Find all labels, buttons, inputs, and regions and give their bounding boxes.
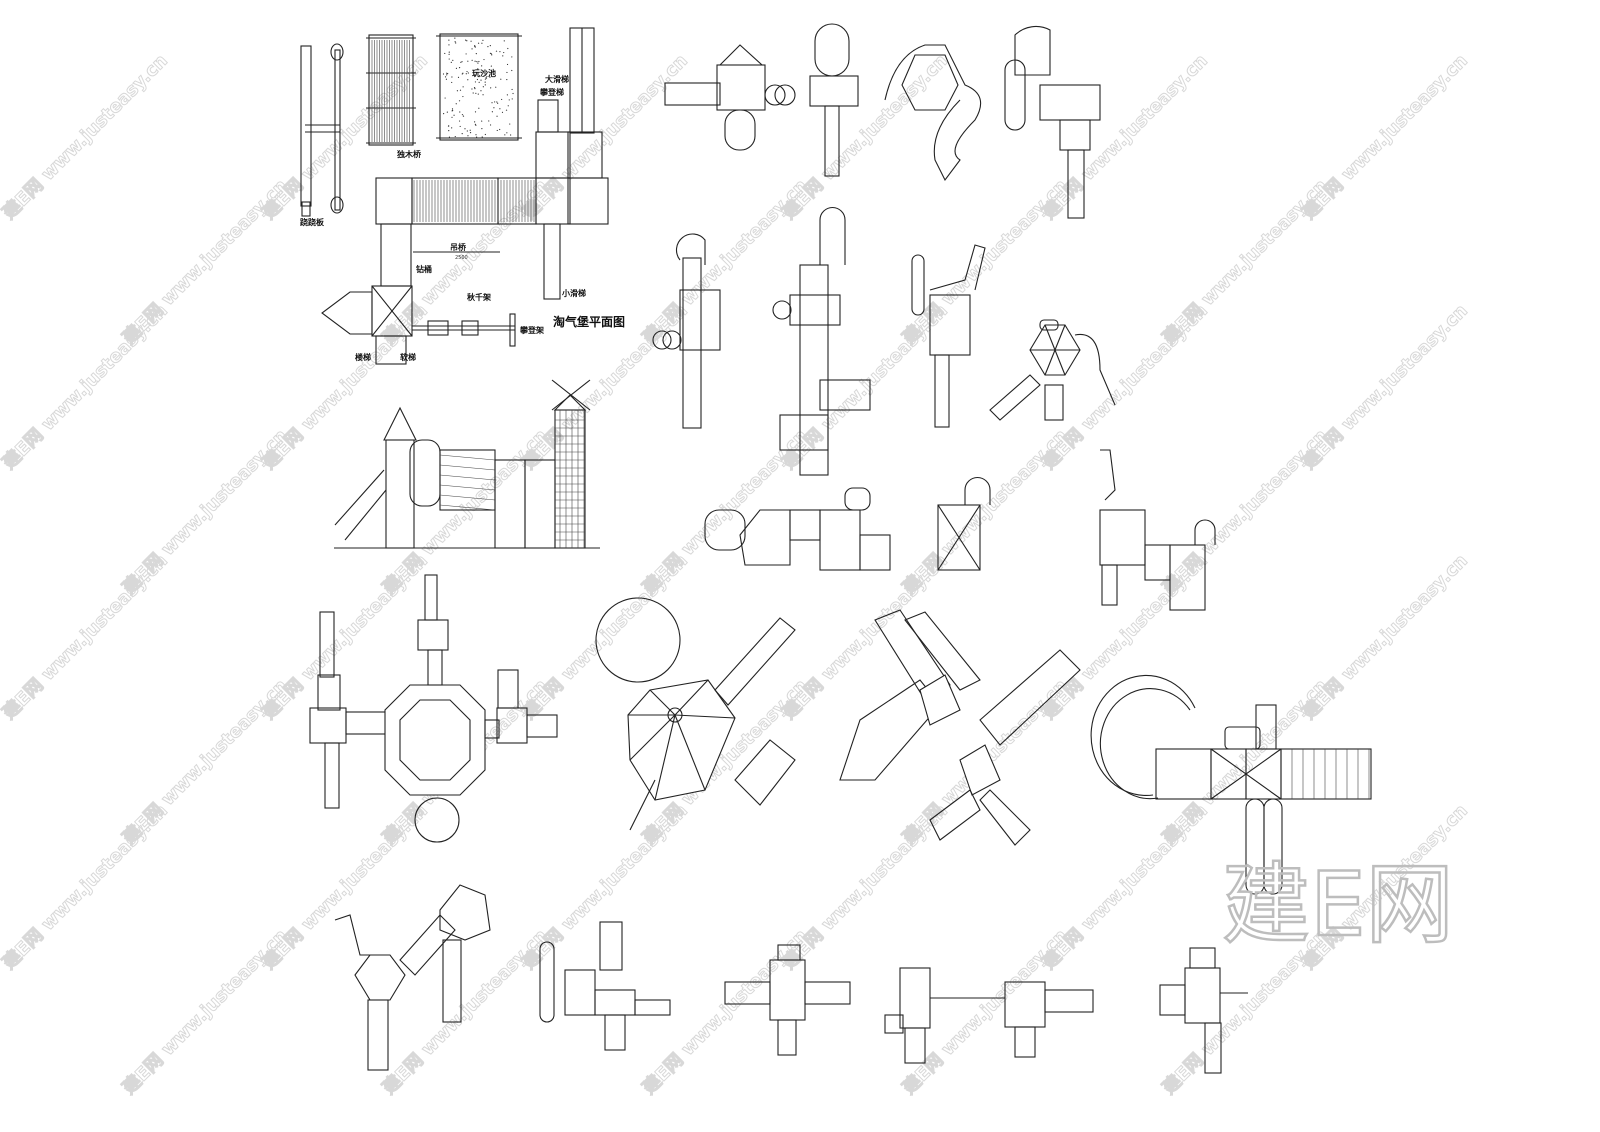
hexagon-playset-plan — [595, 597, 796, 831]
playset-plan-11 — [1099, 449, 1216, 611]
playset-plan-9 — [704, 487, 891, 571]
label-stairs: 楼梯 — [355, 352, 371, 362]
label-rope-ladder: 软梯 — [400, 352, 416, 362]
watermark-text: 建E网 www.justeasy.cn — [0, 550, 172, 724]
label-sandpit: 玩沙池 — [472, 68, 496, 78]
watermark-text: 建E网 www.justeasy.cn — [118, 925, 292, 1099]
small-slide-drawing — [543, 223, 561, 300]
triangle-tower-plan — [334, 884, 491, 1071]
double-slide-playset-plan — [1090, 674, 1372, 895]
tube-slide-playset-plan — [539, 921, 671, 1051]
watermark-text: 建E网 www.justeasy.cn — [378, 925, 552, 1099]
watermark-text: 建E网 www.justeasy.cn — [0, 50, 172, 224]
castle-elevation-drawing — [334, 379, 600, 549]
label-small-slide: 小滑梯 — [561, 288, 586, 298]
playset-plan-7 — [911, 244, 986, 428]
label-balance-beam: 独木桥 — [396, 149, 422, 159]
playset-plan-6 — [772, 206, 871, 476]
label-swing-frame: 秋千架 — [466, 292, 491, 302]
plan-title: 淘气堡平面图 — [553, 314, 625, 329]
watermark-text: 建E网 www.justeasy.cn — [0, 300, 172, 474]
playset-plan-1 — [664, 44, 796, 151]
seesaw-drawing — [300, 43, 344, 217]
naughty-castle-plan: 跷跷板 独木桥 玩沙池 大滑梯 攀登梯 吊桥 2500 钻桶 小滑梯 — [300, 27, 625, 365]
playset-plan-8 — [989, 319, 1116, 421]
label-crawl-tube: 钻桶 — [416, 264, 432, 274]
balance-beam-drawing — [366, 34, 416, 146]
watermark-logo: 建E网 — [1222, 853, 1454, 956]
octagon-playset-plan — [309, 574, 558, 843]
label-climbing-ladder: 攀登梯 — [539, 87, 564, 97]
watermark-text: 建E网 www.justeasy.cn — [0, 800, 172, 974]
sandpit-drawing — [439, 33, 519, 141]
cross-playset-plan — [839, 609, 1081, 846]
label-suspension-bridge: 吊桥 — [450, 242, 467, 252]
small-playset-plan-1 — [724, 944, 851, 1056]
playset-plan-4 — [1004, 26, 1101, 219]
label-climbing-frame: 攀登架 — [519, 325, 544, 335]
small-playset-plan-3 — [1159, 947, 1248, 1074]
playset-plan-10 — [937, 476, 991, 571]
small-playset-plan-2 — [884, 967, 1094, 1064]
playset-plan-5 — [652, 233, 721, 429]
watermark-text: 建E网 www.justeasy.cn — [638, 925, 812, 1099]
label-bridge-dimension: 2500 — [455, 255, 468, 261]
label-seesaw: 跷跷板 — [300, 217, 325, 227]
playset-plan-2 — [809, 23, 859, 177]
playset-plan-3 — [884, 44, 982, 182]
label-big-slide: 大滑梯 — [545, 74, 569, 84]
suspension-bridge-drawing — [411, 177, 499, 225]
